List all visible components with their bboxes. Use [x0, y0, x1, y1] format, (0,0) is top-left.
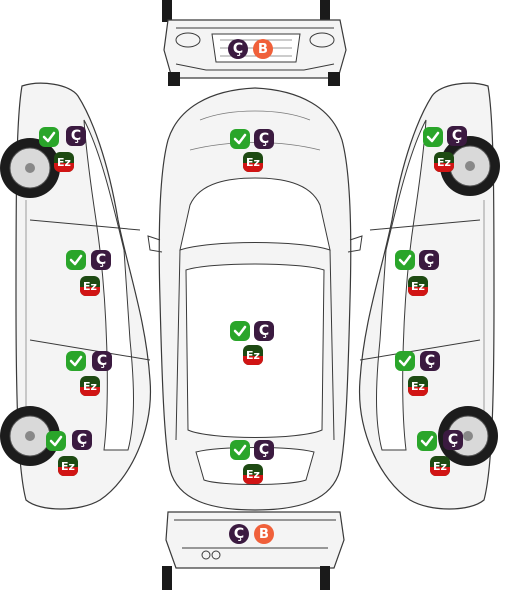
front-b-badge[interactable]: B — [253, 39, 273, 59]
right-front-door-ez-badge[interactable]: Ez — [408, 276, 428, 296]
right-front-door-c-badge[interactable]: Ç — [419, 250, 439, 270]
check-icon — [69, 254, 83, 266]
top-view — [147, 87, 363, 511]
roof-mid-ez-badge[interactable]: Ez — [243, 345, 263, 365]
left-rear-door-c-badge[interactable]: Ç — [92, 351, 112, 371]
check-icon — [69, 355, 83, 367]
left-front-fender-ez-badge[interactable]: Ez — [54, 152, 74, 172]
right-rear-fender-check-badge[interactable] — [417, 431, 437, 451]
right-front-fender-c-badge[interactable]: Ç — [447, 126, 467, 146]
roof-mid-c-badge[interactable]: Ç — [254, 321, 274, 341]
check-icon — [42, 131, 56, 143]
right-rear-fender-ez-badge[interactable]: Ez — [430, 456, 450, 476]
check-icon — [398, 355, 412, 367]
left-rear-fender-ez-badge[interactable]: Ez — [58, 456, 78, 476]
rear-view — [162, 511, 345, 590]
check-icon — [233, 133, 247, 145]
front-c-badge[interactable]: Ç — [228, 39, 248, 59]
left-front-door-c-badge[interactable]: Ç — [91, 250, 111, 270]
left-front-door-check-badge[interactable] — [66, 250, 86, 270]
left-rear-fender-c-badge[interactable]: Ç — [72, 430, 92, 450]
right-rear-door-check-badge[interactable] — [395, 351, 415, 371]
left-rear-fender-check-badge[interactable] — [46, 431, 66, 451]
check-icon — [420, 435, 434, 447]
right-front-fender-ez-badge[interactable]: Ez — [434, 152, 454, 172]
left-front-fender-c-badge[interactable]: Ç — [66, 126, 86, 146]
right-rear-door-ez-badge[interactable]: Ez — [408, 376, 428, 396]
right-front-door-check-badge[interactable] — [395, 250, 415, 270]
right-rear-door-c-badge[interactable]: Ç — [420, 351, 440, 371]
check-icon — [398, 254, 412, 266]
trunk-ez-badge[interactable]: Ez — [243, 464, 263, 484]
roof-mid-check-badge[interactable] — [230, 321, 250, 341]
left-rear-door-check-badge[interactable] — [66, 351, 86, 371]
left-front-door-ez-badge[interactable]: Ez — [80, 276, 100, 296]
roof-front-check-badge[interactable] — [230, 129, 250, 149]
trunk-c-badge[interactable]: Ç — [254, 440, 274, 460]
left-front-fender-check-badge[interactable] — [39, 127, 59, 147]
check-icon — [233, 325, 247, 337]
right-rear-fender-c-badge[interactable]: Ç — [443, 430, 463, 450]
roof-front-ez-badge[interactable]: Ez — [243, 152, 263, 172]
left-side-view — [0, 82, 152, 510]
right-side-view — [358, 82, 500, 510]
rear-c-badge[interactable]: Ç — [229, 524, 249, 544]
check-icon — [49, 435, 63, 447]
rear-b-badge[interactable]: B — [254, 524, 274, 544]
roof-front-c-badge[interactable]: Ç — [254, 129, 274, 149]
check-icon — [233, 444, 247, 456]
left-rear-door-ez-badge[interactable]: Ez — [80, 376, 100, 396]
check-icon — [426, 131, 440, 143]
trunk-check-badge[interactable] — [230, 440, 250, 460]
right-front-fender-check-badge[interactable] — [423, 127, 443, 147]
